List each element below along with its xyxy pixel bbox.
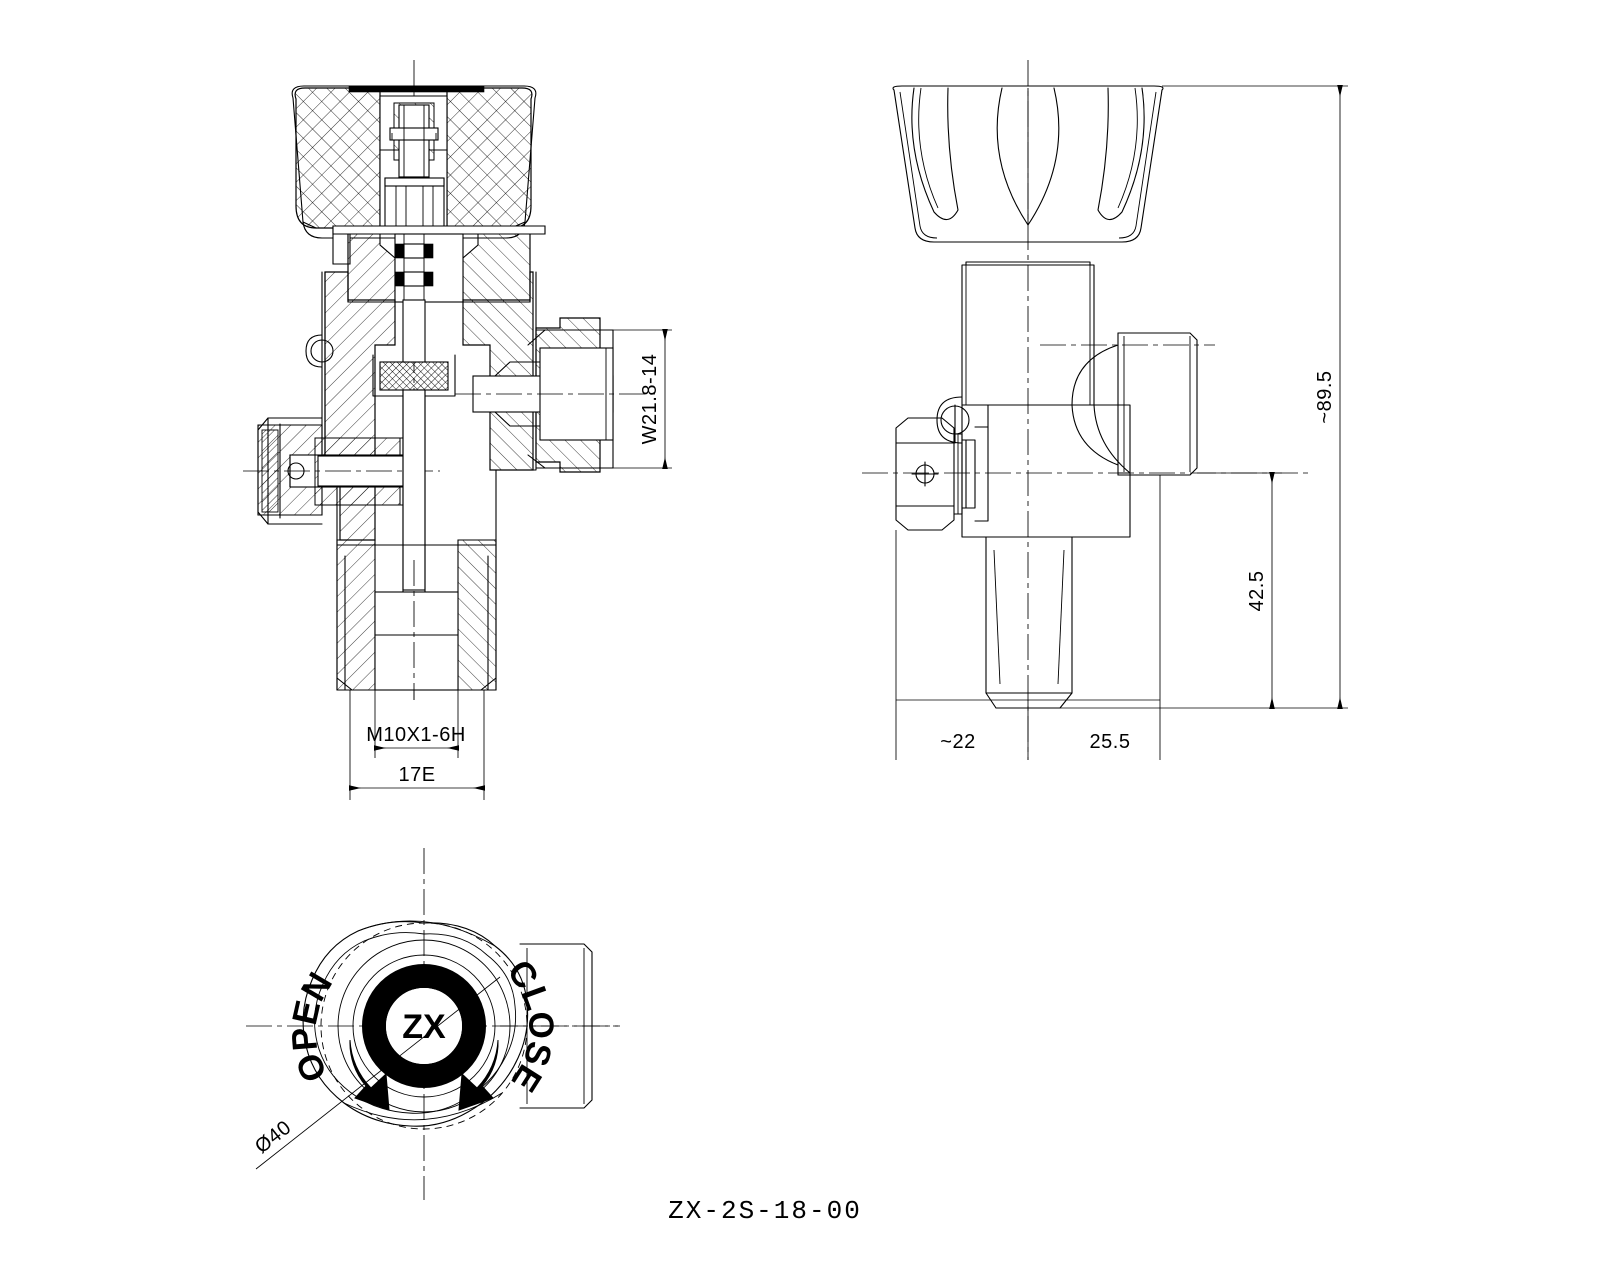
sectional-front-view [243,60,660,700]
dim-outlet-thread-label: W21.8-14 [639,354,661,445]
outlet-boss-outline [1040,332,1215,476]
outline-side-view [862,60,1310,760]
dim-left-offset-label: ~22 [940,731,975,753]
dim-overall-height-label: ~89.5 [1314,370,1336,423]
bonnet-section [332,225,546,303]
body-lug-hole [310,339,334,363]
dim-m10-label: M10X1-6H [366,724,466,746]
brand-label: ZX [402,1008,446,1046]
valve-body-section [243,271,660,700]
brand-ring [362,964,486,1088]
dim-17e-label: 17E [398,764,435,786]
handwheel-inner-contour [314,932,517,1114]
drawing-title: ZX-2S-18-00 [668,1196,862,1226]
dimensions-outline-view: ~89.5 42.5 ~22 25.5 [895,85,1348,760]
filter-element [379,361,449,391]
leader-line-diameter [255,976,501,1170]
label-ring-inner [352,954,496,1098]
dim-knob-diameter-label: Ø40 [251,1117,296,1159]
handwheel-outline [892,85,1164,243]
inlet-spud-outline [985,536,1073,709]
bottom-counterbore [374,591,459,691]
dimensions-section-view: W21.8-14 M10X1-6H 17E [349,329,672,800]
open-label: OPEN [284,966,340,1088]
open-arrow-icon [349,1039,390,1111]
handwheel-cap-strip [348,85,485,93]
handwheel-lobe-outline [302,921,529,1127]
side-port-assembly [243,417,440,525]
open-label-group: OPEN [284,966,340,1088]
dim-right-offset-label: 25.5 [1090,731,1131,753]
top-view-handwheel: ZX OPEN CLOSE [246,848,620,1200]
packing-gland [384,177,445,227]
side-port-outline [895,404,989,531]
outlet-boss-top [500,943,620,1109]
close-arrow-icon [458,1039,499,1111]
dim-center-height-label: 42.5 [1246,571,1268,612]
